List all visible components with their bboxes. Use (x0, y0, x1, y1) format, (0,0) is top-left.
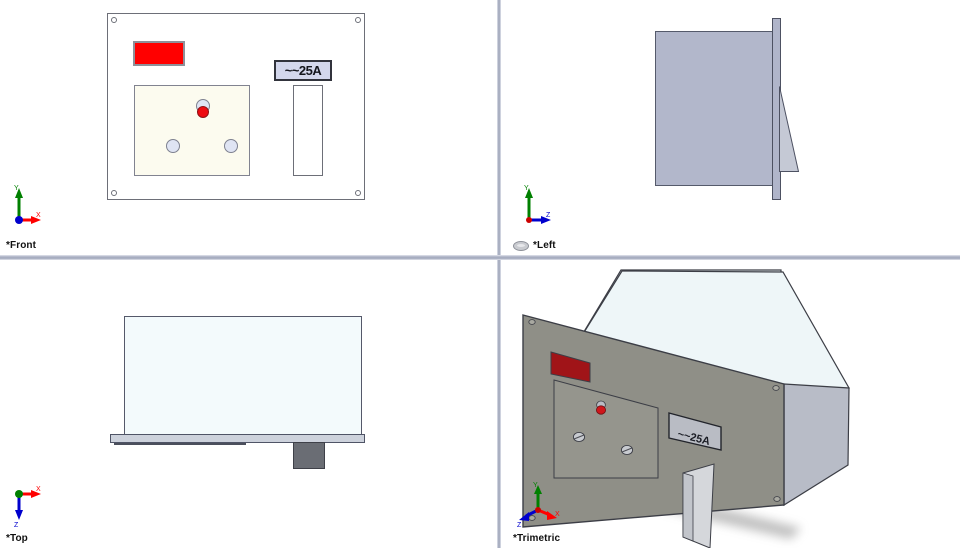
left-view-wedge (779, 86, 800, 172)
view-label-trimetric-text: *Trimetric (513, 533, 561, 544)
left-view-body (655, 31, 773, 186)
view-label-front-text: *Front (6, 240, 37, 251)
neutral-pin-hole (224, 139, 238, 153)
front-view-rating-label: ~~25A (274, 60, 332, 81)
svg-text:X: X (555, 511, 560, 518)
front-view-display-window (133, 41, 185, 66)
viewport-pane-top[interactable]: X Z *Top (0, 260, 497, 548)
viewport-pane-trimetric[interactable]: ~~25A Y X Z (501, 260, 960, 548)
svg-text:X: X (36, 212, 41, 219)
orientation-triad-trimetric: Y X Z (514, 482, 570, 528)
svg-text:X: X (36, 486, 41, 493)
svg-text:Y: Y (524, 185, 529, 192)
corner-screw-hole-top-left (111, 17, 117, 23)
orientation-triad-top: X Z (4, 482, 60, 528)
svg-text:Z: Z (517, 522, 522, 528)
view-label-front: *Front (6, 240, 36, 251)
red-indicator (197, 106, 209, 118)
corner-screw-hole-top-right (355, 17, 361, 23)
orientation-triad-left: Y Z (514, 182, 570, 228)
top-view-body (124, 316, 362, 438)
trimetric-model: ~~25A (501, 260, 960, 548)
corner-screw-hole-bottom-left (111, 190, 117, 196)
view-label-top-text: *Top (6, 533, 28, 544)
viewport-pane-front[interactable]: ~~25A Y X * (0, 0, 497, 255)
view-label-left-text: *Left (533, 240, 556, 251)
top-view-flange (110, 434, 365, 443)
corner-screw-hole-bottom-right (355, 190, 361, 196)
front-view-socket-plate (134, 85, 250, 176)
orientation-triad-front: Y X (4, 182, 60, 228)
view-label-top: *Top (6, 533, 28, 544)
viewport-pane-left[interactable]: Y Z *Left (501, 0, 960, 255)
svg-text:Y: Y (533, 482, 538, 489)
svg-text:Y: Y (14, 185, 19, 192)
top-view-boss (293, 442, 325, 469)
svg-text:Z: Z (14, 522, 19, 528)
live-pin-hole (166, 139, 180, 153)
display-state-icon[interactable] (513, 240, 529, 251)
svg-text:Z: Z (546, 212, 551, 219)
top-view-flange-shadow (114, 441, 246, 445)
view-label-left: *Left (513, 240, 556, 251)
front-view-vertical-slot (293, 85, 323, 176)
front-view-panel: ~~25A (107, 13, 365, 200)
splitter-vertical[interactable] (497, 0, 501, 548)
view-label-trimetric: *Trimetric (513, 533, 560, 544)
splitter-horizontal[interactable] (0, 255, 960, 260)
